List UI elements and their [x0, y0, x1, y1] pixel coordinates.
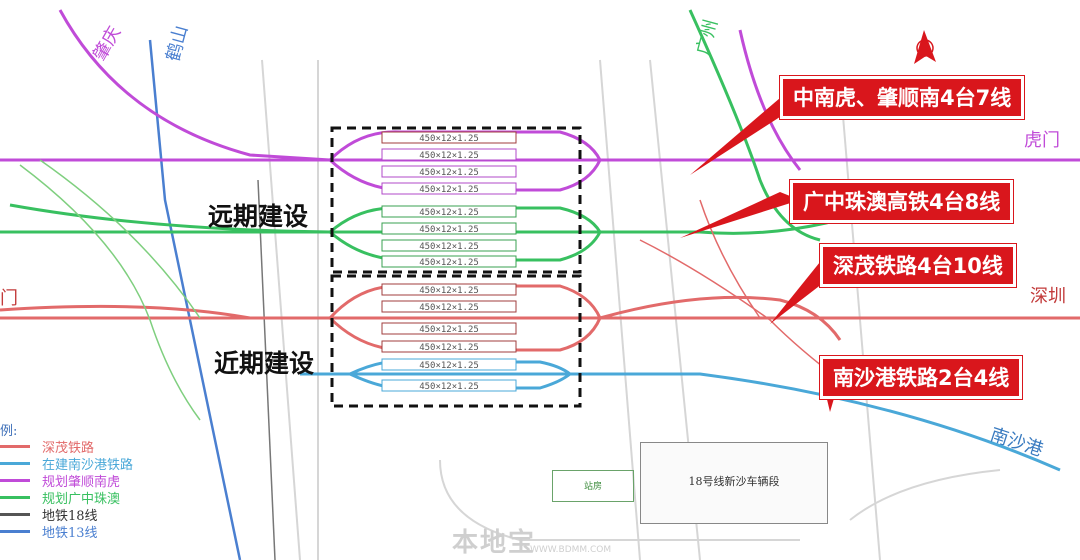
north-arrow-icon: [914, 30, 936, 64]
legend-label: 地铁18线: [42, 509, 98, 524]
left-branch-lines: [19, 159, 201, 421]
future-phase-box: [330, 126, 582, 274]
legend-item: 深茂铁路: [0, 437, 190, 456]
legend-swatch: [0, 496, 30, 499]
right-branch-lines: [639, 199, 841, 381]
legend-label: 深茂铁路: [42, 441, 95, 456]
platform-label: 450×12×1.25: [419, 168, 479, 178]
near-phase-label: 近期建设: [214, 349, 315, 378]
legend-item: 规划广中珠澳: [0, 488, 190, 507]
station-building: 站房: [552, 470, 634, 502]
metro-depot: 18号线新沙车辆段: [640, 442, 828, 524]
platform-label: 450×12×1.25: [419, 361, 479, 371]
platform-label: 450×12×1.25: [419, 382, 479, 392]
watermark: 本地宝: [452, 528, 537, 558]
shenmao-line: [0, 284, 1080, 352]
legend-swatch: [0, 479, 30, 482]
platform-labels: 450×12×1.25 450×12×1.25 450×12×1.25 450×…: [419, 134, 479, 392]
platform-label: 450×12×1.25: [419, 325, 479, 335]
legend-item: 在建南沙港铁路: [0, 454, 190, 473]
building-label: 站房: [583, 482, 602, 492]
platform-label: 450×12×1.25: [419, 208, 479, 218]
near-phase-box: [330, 274, 582, 408]
platform-label: 450×12×1.25: [419, 286, 479, 296]
legend-label: 在建南沙港铁路: [42, 458, 134, 473]
callout-guangzhong: 广中珠澳高铁4台8线: [790, 180, 1014, 223]
metro-18-line: [257, 179, 276, 560]
dest-humen: 虎门: [1024, 130, 1060, 151]
legend-title: 例:: [0, 424, 18, 439]
legend: 例: 深茂铁路 在建南沙港铁路 规划肇顺南虎 规划广中珠澳 地铁18线 地铁13…: [0, 420, 190, 541]
platform-label: 450×12×1.25: [419, 258, 479, 268]
legend-label: 规划肇顺南虎: [42, 475, 121, 490]
platform-label: 450×12×1.25: [419, 343, 479, 353]
platform-label: 450×12×1.25: [419, 151, 479, 161]
legend-item: 规划肇顺南虎: [0, 471, 190, 490]
legend-item: 地铁18线: [0, 505, 190, 524]
callout-pointers: [680, 98, 840, 412]
dest-shenzhen: 深圳: [1030, 286, 1066, 307]
platforms: [381, 131, 517, 392]
future-phase-label: 远期建设: [208, 202, 309, 231]
legend-label: 规划广中珠澳: [42, 492, 121, 507]
callout-shenmao: 深茂铁路4台10线: [820, 244, 1016, 287]
legend-label: 地铁13线: [42, 526, 98, 541]
legend-swatch: [0, 445, 30, 448]
legend-title-row: 例:: [0, 420, 190, 439]
metro-13-line: [148, 39, 242, 560]
legend-swatch: [0, 513, 30, 516]
legend-item: 地铁13线: [0, 522, 190, 541]
callout-zhaohu: 中南虎、肇顺南4台7线: [780, 76, 1025, 119]
legend-swatch: [0, 530, 30, 533]
legend-swatch: [0, 462, 30, 465]
platform-label: 450×12×1.25: [419, 185, 479, 195]
platform-label: 450×12×1.25: [419, 242, 479, 252]
dest-jiangmen: 门: [0, 288, 18, 309]
depot-label: 18号线新沙车辆段: [688, 475, 780, 488]
platform-label: 450×12×1.25: [419, 134, 479, 144]
callout-nanshagang: 南沙港铁路2台4线: [820, 356, 1023, 399]
platform-label: 450×12×1.25: [419, 303, 479, 313]
watermark-url: WWW.BDMM.COM: [530, 545, 612, 555]
platform-label: 450×12×1.25: [419, 225, 479, 235]
